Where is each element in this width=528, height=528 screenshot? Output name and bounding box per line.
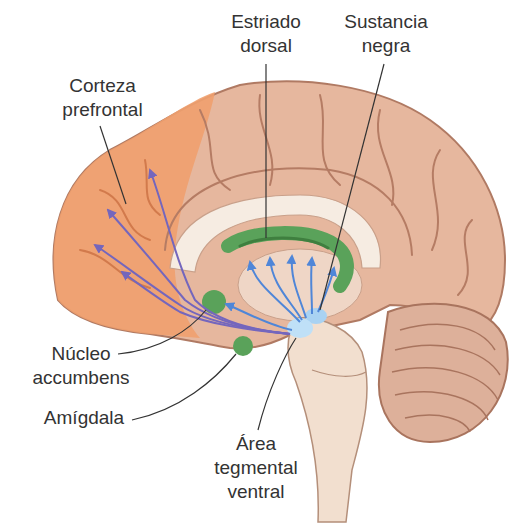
prefrontal-region bbox=[54, 92, 215, 338]
dorsal-striatum bbox=[228, 233, 347, 286]
region-label: Corteza prefrontal bbox=[40, 74, 165, 122]
region-label: Sustancia negra bbox=[326, 10, 446, 58]
region-label: Área tegmental ventral bbox=[200, 432, 312, 504]
cerebellum bbox=[379, 304, 508, 442]
mesostriatal-arrows bbox=[226, 256, 334, 330]
leader-line bbox=[100, 126, 126, 204]
region-label: Estriado dorsal bbox=[208, 10, 324, 58]
region-label: Núcleo accumbens bbox=[20, 342, 142, 390]
pons-line bbox=[312, 370, 366, 376]
region-label: Amígdala bbox=[28, 406, 140, 430]
leader-line bbox=[258, 338, 296, 430]
leader-line bbox=[265, 64, 266, 238]
brainstem bbox=[288, 318, 367, 522]
amygdala bbox=[233, 336, 253, 356]
leader-line bbox=[118, 310, 206, 354]
leader-line bbox=[132, 354, 236, 420]
striatum-core bbox=[240, 238, 328, 248]
mesocortical-arrows bbox=[95, 170, 290, 334]
cerebellum-folia bbox=[392, 324, 500, 432]
leader-line bbox=[320, 64, 384, 310]
